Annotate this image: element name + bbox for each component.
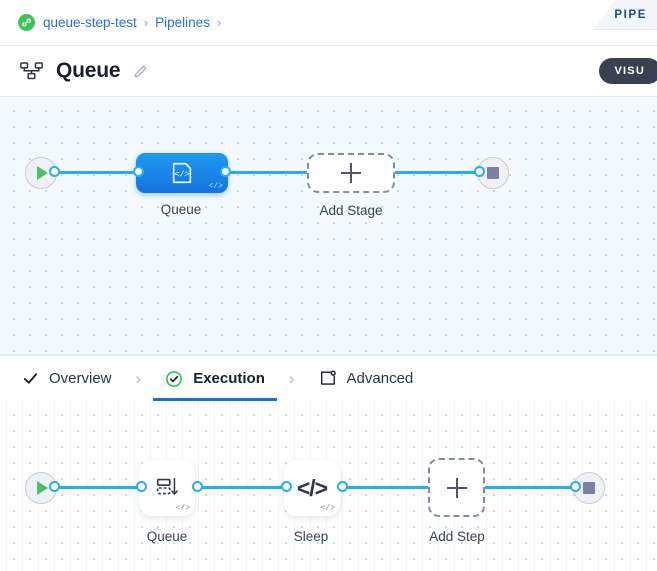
step-start-port[interactable]	[49, 481, 60, 492]
edge-addstage-to-end	[395, 171, 480, 174]
tab-overview[interactable]: Overview	[22, 356, 112, 401]
code-brackets-icon: </>	[296, 474, 328, 501]
plus-icon	[341, 163, 361, 183]
section-tabs: Overview › Execution › Advanced	[0, 355, 657, 401]
pipeline-hierarchy-icon	[20, 61, 43, 81]
stop-icon	[487, 167, 499, 179]
stop-icon	[583, 482, 595, 494]
queue-step-input-port[interactable]	[136, 481, 147, 492]
step-start-node[interactable]	[25, 472, 57, 504]
edge-sleep-to-addstep	[342, 486, 434, 489]
play-icon	[37, 481, 48, 495]
sleep-step-input-port[interactable]	[281, 481, 292, 492]
edge-addstep-to-end	[481, 486, 575, 489]
step-node-sleep-code-tag: </>	[320, 504, 335, 513]
breadcrumb-separator-trailing: ›	[216, 15, 222, 30]
stage-node-queue-label: Queue	[160, 202, 202, 217]
step-node-queue[interactable]: </>	[139, 460, 195, 516]
step-end-port[interactable]	[570, 481, 581, 492]
green-link-badge-icon	[18, 14, 35, 31]
add-step-button[interactable]	[428, 458, 485, 517]
step-node-queue-label: Queue	[146, 529, 188, 544]
edge-start-to-queue-step	[50, 486, 140, 489]
edge-queue-to-addstage	[225, 171, 307, 174]
step-canvas[interactable]: </> Queue </> </> Sleep Add Step	[0, 401, 657, 571]
step-node-sleep-label: Sleep	[293, 529, 329, 544]
end-node-port[interactable]	[474, 166, 485, 177]
queue-step-output-port[interactable]	[192, 481, 203, 492]
frame-gear-icon	[319, 370, 337, 387]
stage-node-queue[interactable]: </> </>	[136, 153, 228, 193]
stage-node-code-tag: </>	[208, 182, 223, 191]
tab-execution-label: Execution	[193, 370, 265, 387]
start-node-port[interactable]	[49, 166, 60, 177]
step-node-sleep[interactable]: </> </>	[284, 460, 340, 516]
queue-stage-input-port[interactable]	[133, 166, 144, 177]
add-step-label: Add Step	[429, 529, 485, 544]
edge-queue-to-sleep	[197, 486, 285, 489]
queue-stack-icon	[156, 477, 178, 495]
tab-advanced-label: Advanced	[346, 370, 414, 387]
page-title: Queue	[56, 59, 121, 82]
stage-canvas[interactable]: </> </> Queue Add Stage	[0, 97, 657, 355]
plus-icon	[446, 477, 467, 498]
check-icon	[22, 370, 39, 387]
tab-advanced[interactable]: Advanced	[319, 356, 414, 401]
pencil-icon[interactable]	[133, 64, 148, 79]
check-circle-icon	[165, 370, 183, 388]
page-header: Queue VISU	[0, 46, 657, 97]
svg-text:</>: </>	[174, 170, 189, 180]
tab-separator-1: ›	[135, 368, 142, 388]
sleep-step-output-port[interactable]	[337, 481, 348, 492]
queue-stage-output-port[interactable]	[220, 166, 231, 177]
tab-overview-label: Overview	[49, 370, 112, 387]
breadcrumb: queue-step-test › Pipelines ›	[0, 0, 657, 46]
breadcrumb-item-pipelines[interactable]: Pipelines	[155, 15, 210, 30]
add-stage-button[interactable]	[307, 153, 395, 193]
tab-execution[interactable]: Execution	[153, 356, 277, 401]
step-node-queue-code-tag: </>	[175, 504, 190, 513]
visualize-badge[interactable]: VISU	[598, 58, 657, 84]
play-icon	[37, 166, 48, 180]
tab-separator-2: ›	[288, 368, 295, 388]
breadcrumb-item-project[interactable]: queue-step-test	[43, 15, 137, 30]
edge-start-to-queue	[50, 171, 140, 174]
add-stage-label: Add Stage	[319, 203, 383, 218]
breadcrumb-separator: ›	[143, 15, 149, 30]
code-card-icon: </>	[172, 162, 192, 184]
